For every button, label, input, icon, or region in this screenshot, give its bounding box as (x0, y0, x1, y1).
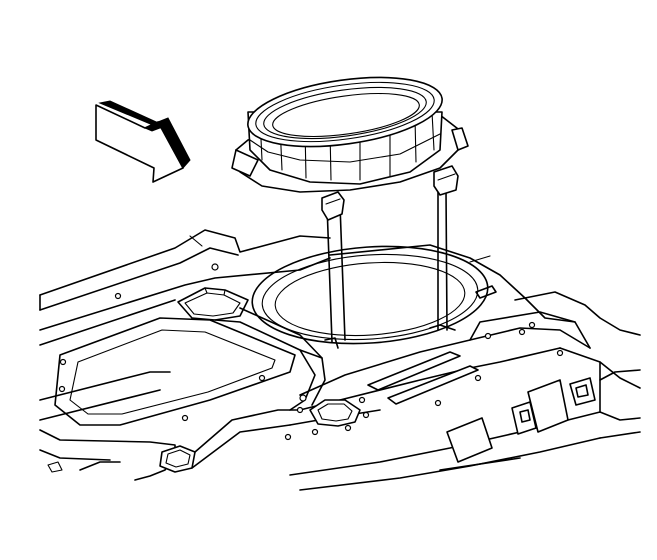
pad (527, 379, 569, 433)
mounting-tab (433, 165, 459, 196)
speaker-opening (251, 245, 489, 345)
bolt-hole (59, 358, 67, 366)
bolt-hole (114, 292, 122, 300)
bolt-hole (296, 406, 304, 414)
bolt-hole (362, 411, 370, 419)
bolt-hole (299, 394, 307, 402)
bolt-hole (556, 349, 564, 357)
mounting-guide-lines (324, 189, 456, 349)
bolt-hole (474, 374, 482, 382)
view-arrow (95, 100, 191, 183)
bolt-hole (344, 424, 352, 432)
slot (367, 351, 461, 391)
pad-hole (575, 384, 589, 398)
speaker-enclosure (231, 76, 469, 221)
bolt-hole (528, 321, 536, 329)
bolt-hole (358, 396, 366, 404)
bolt-hole (58, 385, 66, 393)
bolt-hole (434, 399, 442, 407)
bolt-hole (211, 263, 219, 271)
bolt-hole (518, 328, 526, 336)
floor-panel (39, 229, 641, 491)
bolt-hole (311, 428, 319, 436)
pad-hole (519, 409, 531, 423)
bolt-hole (484, 332, 492, 340)
bolt-hole (284, 433, 292, 441)
slot (475, 285, 497, 299)
slot (387, 365, 479, 405)
bolt-hole (181, 414, 189, 422)
bolt-hole (258, 374, 266, 382)
pad (446, 417, 493, 463)
